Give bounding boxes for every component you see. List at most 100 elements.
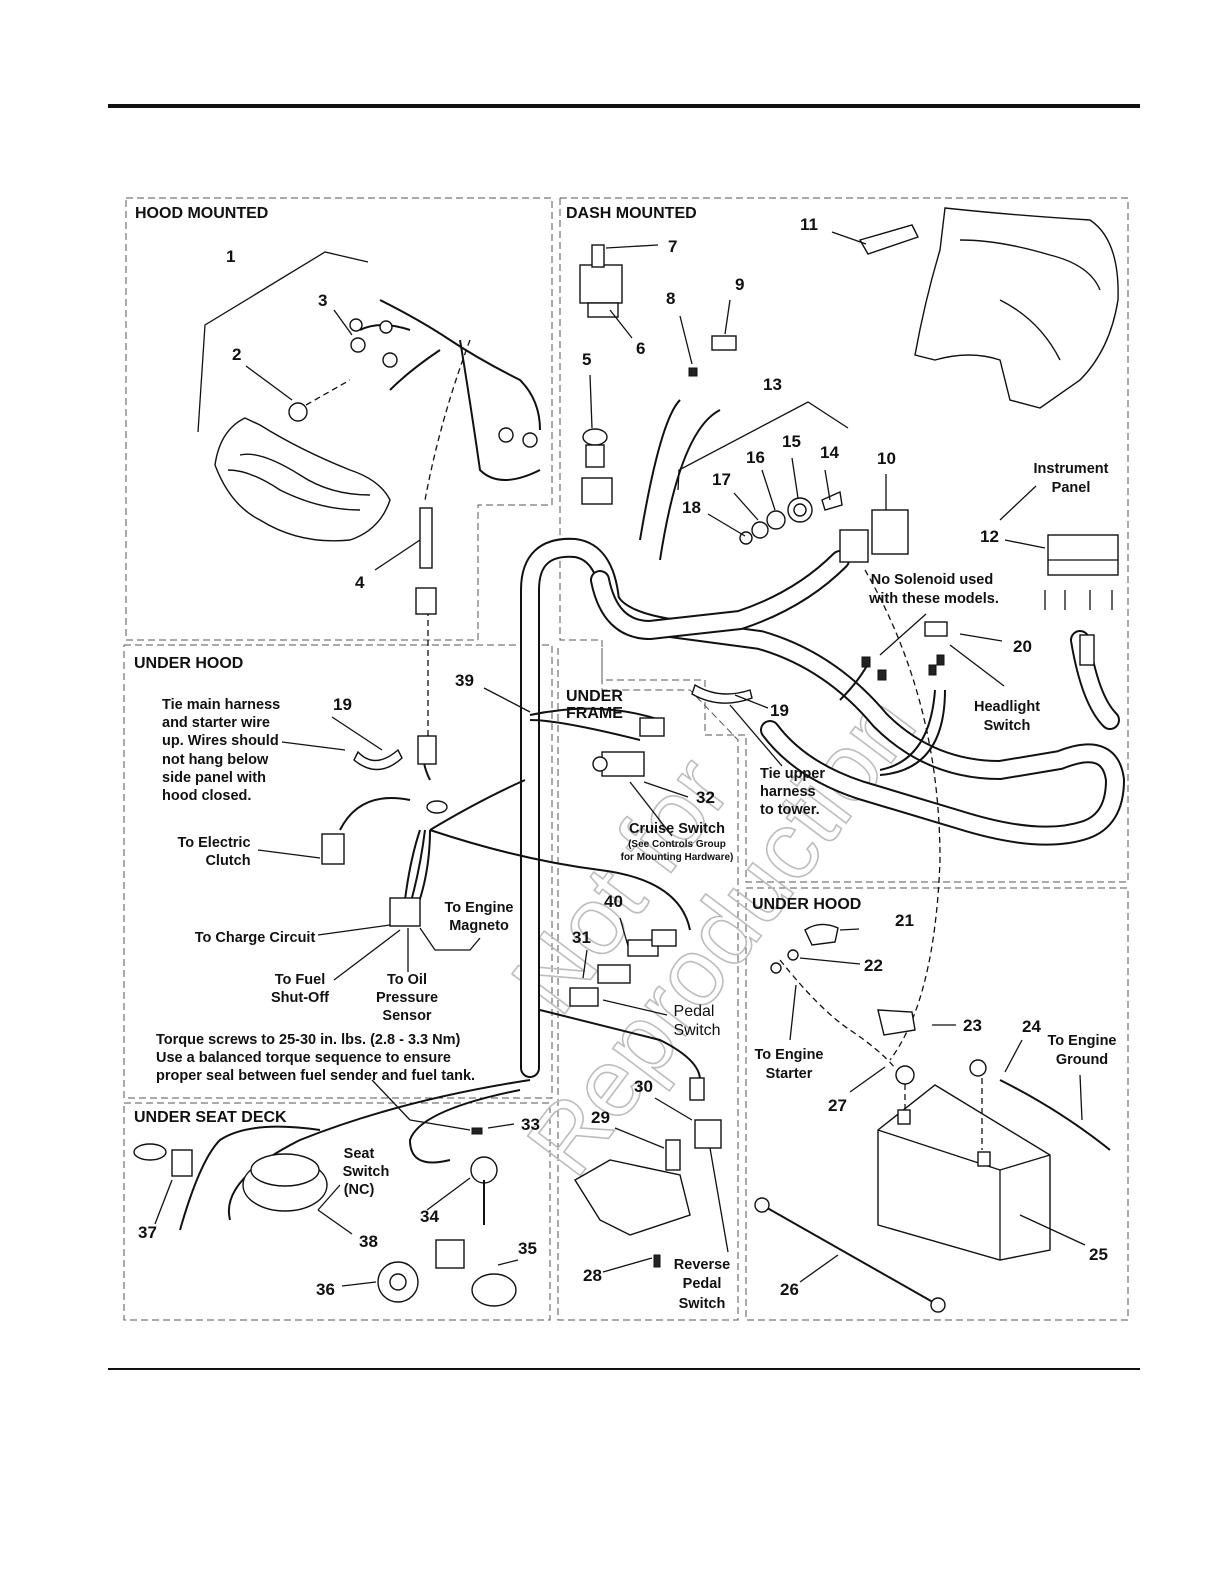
lens-cover-icon bbox=[858, 224, 919, 255]
oil-pressure-label-2: Pressure bbox=[376, 990, 438, 1006]
part-number: 40 bbox=[604, 892, 623, 911]
part-number: 16 bbox=[746, 448, 765, 467]
tie-main-label-5: side panel with bbox=[162, 770, 266, 786]
part-number: 23 bbox=[963, 1016, 982, 1035]
part-number: 31 bbox=[572, 928, 591, 947]
connector-37-icon bbox=[133, 1143, 193, 1177]
section-under-hood-left: UNDER HOOD bbox=[134, 655, 243, 672]
hood-panel-icon bbox=[914, 207, 1119, 409]
tie-upper-label-2: harness bbox=[760, 784, 816, 800]
part-number: 38 bbox=[359, 1232, 378, 1251]
part-number: 32 bbox=[696, 788, 715, 807]
part-number: 28 bbox=[583, 1266, 602, 1285]
tie-loop-icon bbox=[426, 800, 448, 814]
fuel-shutoff-label-2: Shut-Off bbox=[271, 990, 329, 1006]
battery-cables-icon bbox=[895, 1059, 1111, 1151]
fuel-shutoff-label-1: To Fuel bbox=[275, 972, 325, 988]
part-number: 35 bbox=[518, 1239, 537, 1258]
electric-clutch-label-1: To Electric bbox=[177, 835, 250, 851]
part-number: 13 bbox=[763, 375, 782, 394]
key-switch-icon bbox=[579, 244, 623, 318]
reverse-pedal-label-3: Switch bbox=[679, 1296, 726, 1312]
part-number: 18 bbox=[682, 498, 701, 517]
part-number: 33 bbox=[521, 1115, 540, 1134]
engine-magneto-label-2: Magneto bbox=[449, 918, 509, 934]
connector-no-solenoid-icon bbox=[861, 656, 887, 681]
seat-switch-label-1: Seat bbox=[344, 1146, 375, 1162]
engine-ground-label-2: Ground bbox=[1056, 1052, 1108, 1068]
bulb-icon bbox=[288, 379, 351, 422]
section-under-seat-deck: UNDER SEAT DECK bbox=[134, 1109, 287, 1126]
part-number: 7 bbox=[668, 237, 677, 256]
seat-switch-label-3: (NC) bbox=[344, 1182, 375, 1198]
relay-icon bbox=[688, 335, 737, 377]
cruise-switch-icon bbox=[592, 717, 665, 777]
instrument-connector-icon bbox=[1079, 634, 1095, 666]
reverse-pedal-label-1: Reverse bbox=[674, 1257, 730, 1273]
section-under-frame-1: UNDER bbox=[566, 688, 623, 705]
part-number: 2 bbox=[232, 345, 241, 364]
part-number: 9 bbox=[735, 275, 744, 294]
headlight-assembly-icon bbox=[214, 417, 391, 542]
tie-main-label-1: Tie main harness bbox=[162, 697, 280, 713]
part-number: 19 bbox=[333, 695, 352, 714]
headlight-switch-icon bbox=[924, 621, 948, 676]
tie-main-label-3: up. Wires should bbox=[162, 733, 279, 749]
part-number: 8 bbox=[666, 289, 675, 308]
tie-main-label-4: not hang below bbox=[162, 752, 269, 768]
ignition-parts-icon bbox=[739, 490, 843, 545]
oil-pressure-label-1: To Oil bbox=[387, 972, 427, 988]
section-under-frame-2: FRAME bbox=[566, 705, 623, 722]
no-solenoid-label-1: No Solenoid used bbox=[871, 572, 993, 588]
engine-ground-label-1: To Engine bbox=[1047, 1033, 1116, 1049]
section-dash-mounted: DASH MOUNTED bbox=[566, 205, 697, 222]
electric-clutch-label-2: Clutch bbox=[205, 853, 250, 869]
seat-switch-icon bbox=[242, 1153, 328, 1212]
no-solenoid-label-2: with these models. bbox=[868, 591, 999, 607]
instrument-panel-label-2: Panel bbox=[1052, 480, 1091, 496]
pedal-switch-label-2: Switch bbox=[673, 1022, 720, 1039]
light-sockets-icon bbox=[349, 318, 538, 448]
engine-starter-label-1: To Engine bbox=[754, 1047, 823, 1063]
leader-lines bbox=[154, 231, 1086, 1287]
cruise-note-1: (See Controls Group bbox=[628, 839, 726, 850]
part-number: 17 bbox=[712, 470, 731, 489]
callouts: Instrument Panel No Solenoid used with t… bbox=[156, 461, 1117, 1312]
part-number: 24 bbox=[1022, 1017, 1041, 1036]
section-under-hood-right: UNDER HOOD bbox=[752, 896, 861, 913]
torque-note-3: proper seal between fuel sender and fuel… bbox=[156, 1068, 475, 1084]
oil-pressure-label-3: Sensor bbox=[382, 1008, 432, 1024]
cruise-note-2: for Mounting Hardware) bbox=[621, 852, 734, 863]
tie-upper-label-3: to tower. bbox=[760, 802, 820, 818]
clutch-connector-icon bbox=[321, 833, 345, 865]
cruise-switch-label: Cruise Switch bbox=[629, 821, 725, 837]
part-number: 11 bbox=[800, 215, 818, 234]
tie-main-label-6: hood closed. bbox=[162, 788, 251, 804]
pedal-switch-icon bbox=[569, 929, 677, 1007]
bottom-rule bbox=[108, 1368, 1140, 1370]
section-headers: HOOD MOUNTED DASH MOUNTED UNDER HOOD UND… bbox=[134, 205, 861, 1126]
section-hood-mounted: HOOD MOUNTED bbox=[135, 205, 268, 222]
tie-upper-label-1: Tie upper bbox=[760, 766, 825, 782]
instrument-panel-icon bbox=[1044, 534, 1119, 610]
part-number: 27 bbox=[828, 1096, 847, 1115]
section-boxes bbox=[123, 197, 1129, 1321]
part-number: 20 bbox=[1013, 637, 1032, 656]
part-number: 37 bbox=[138, 1223, 157, 1242]
part-number: 36 bbox=[316, 1280, 335, 1299]
engine-magneto-label-1: To Engine bbox=[444, 900, 513, 916]
engine-starter-label-2: Starter bbox=[766, 1066, 813, 1082]
part-number: 30 bbox=[634, 1077, 653, 1096]
part-number: 26 bbox=[780, 1280, 799, 1299]
fuel-sender-icon bbox=[377, 1127, 517, 1307]
part-number: 3 bbox=[318, 291, 327, 310]
part-number: 1 bbox=[226, 247, 235, 266]
seat-switch-label-2: Switch bbox=[343, 1164, 390, 1180]
part-number: 12 bbox=[980, 527, 999, 546]
main-harness bbox=[520, 537, 1125, 1078]
torque-note-2: Use a balanced torque sequence to ensure bbox=[156, 1050, 451, 1066]
boot-cap-icon bbox=[770, 923, 916, 1036]
part-number: 29 bbox=[591, 1108, 610, 1127]
instrument-panel-label-1: Instrument bbox=[1034, 461, 1109, 477]
